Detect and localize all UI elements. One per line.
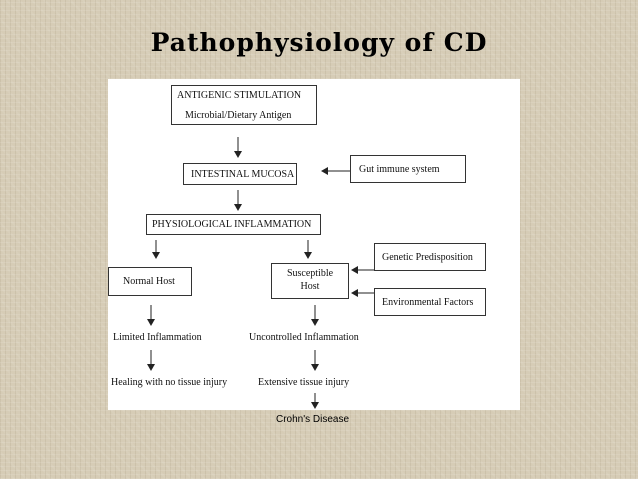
intestinal-mucosa-label: INTESTINAL MUCOSA (191, 169, 295, 180)
genetic-predisposition-label: Genetic Predisposition (382, 252, 473, 263)
arrow-down-limited (147, 305, 155, 326)
healing-label: Healing with no tissue injury (111, 377, 228, 388)
arrow-left-genetic (351, 266, 375, 274)
crohns-disease-caption: Crohn's Disease (276, 414, 350, 425)
normal-host-box: Normal Host (108, 267, 192, 296)
arrow-down-uncontrolled (311, 305, 319, 326)
environmental-factors-label: Environmental Factors (382, 297, 474, 308)
susceptible-host-line2: Host (300, 281, 320, 292)
arrow-down-mucosa (234, 190, 242, 211)
arrow-down-crohns (311, 393, 319, 409)
gut-immune-system-label: Gut immune system (359, 164, 440, 175)
arrow-down-normal-host (152, 240, 160, 259)
slide-title: Pathophysiology of CD (150, 28, 488, 57)
normal-host-label: Normal Host (123, 276, 175, 287)
genetic-predisposition-box: Genetic Predisposition (374, 243, 486, 271)
arrow-down-susceptible-host (304, 240, 312, 259)
arrow-down-healing (147, 350, 155, 371)
physiological-inflammation-box: PHYSIOLOGICAL INFLAMMATION (146, 214, 321, 235)
susceptible-host-box: Susceptible Host (271, 263, 349, 299)
extensive-tissue-injury-label: Extensive tissue injury (258, 377, 350, 388)
physiological-inflammation-label: PHYSIOLOGICAL INFLAMMATION (152, 219, 312, 230)
gut-immune-system-box: Gut immune system (350, 155, 466, 183)
arrow-down-extensive (311, 350, 319, 371)
arrow-left-environmental (351, 289, 375, 297)
intestinal-mucosa-box: INTESTINAL MUCOSA (183, 163, 297, 185)
environmental-factors-box: Environmental Factors (374, 288, 486, 316)
arrow-left-gut-immune (321, 167, 351, 175)
uncontrolled-inflammation-label: Uncontrolled Inflammation (249, 332, 359, 343)
diagram-panel: ANTIGENIC STIMULATION Microbial/Dietary … (108, 79, 520, 410)
arrow-down-antigen (234, 137, 242, 158)
antigenic-stimulation-box: ANTIGENIC STIMULATION Microbial/Dietary … (171, 85, 317, 125)
antigenic-stimulation-subtitle: Microbial/Dietary Antigen (185, 110, 292, 121)
limited-inflammation-label: Limited Inflammation (113, 332, 202, 343)
antigenic-stimulation-title: ANTIGENIC STIMULATION (177, 90, 302, 101)
susceptible-host-line1: Susceptible (286, 268, 334, 279)
